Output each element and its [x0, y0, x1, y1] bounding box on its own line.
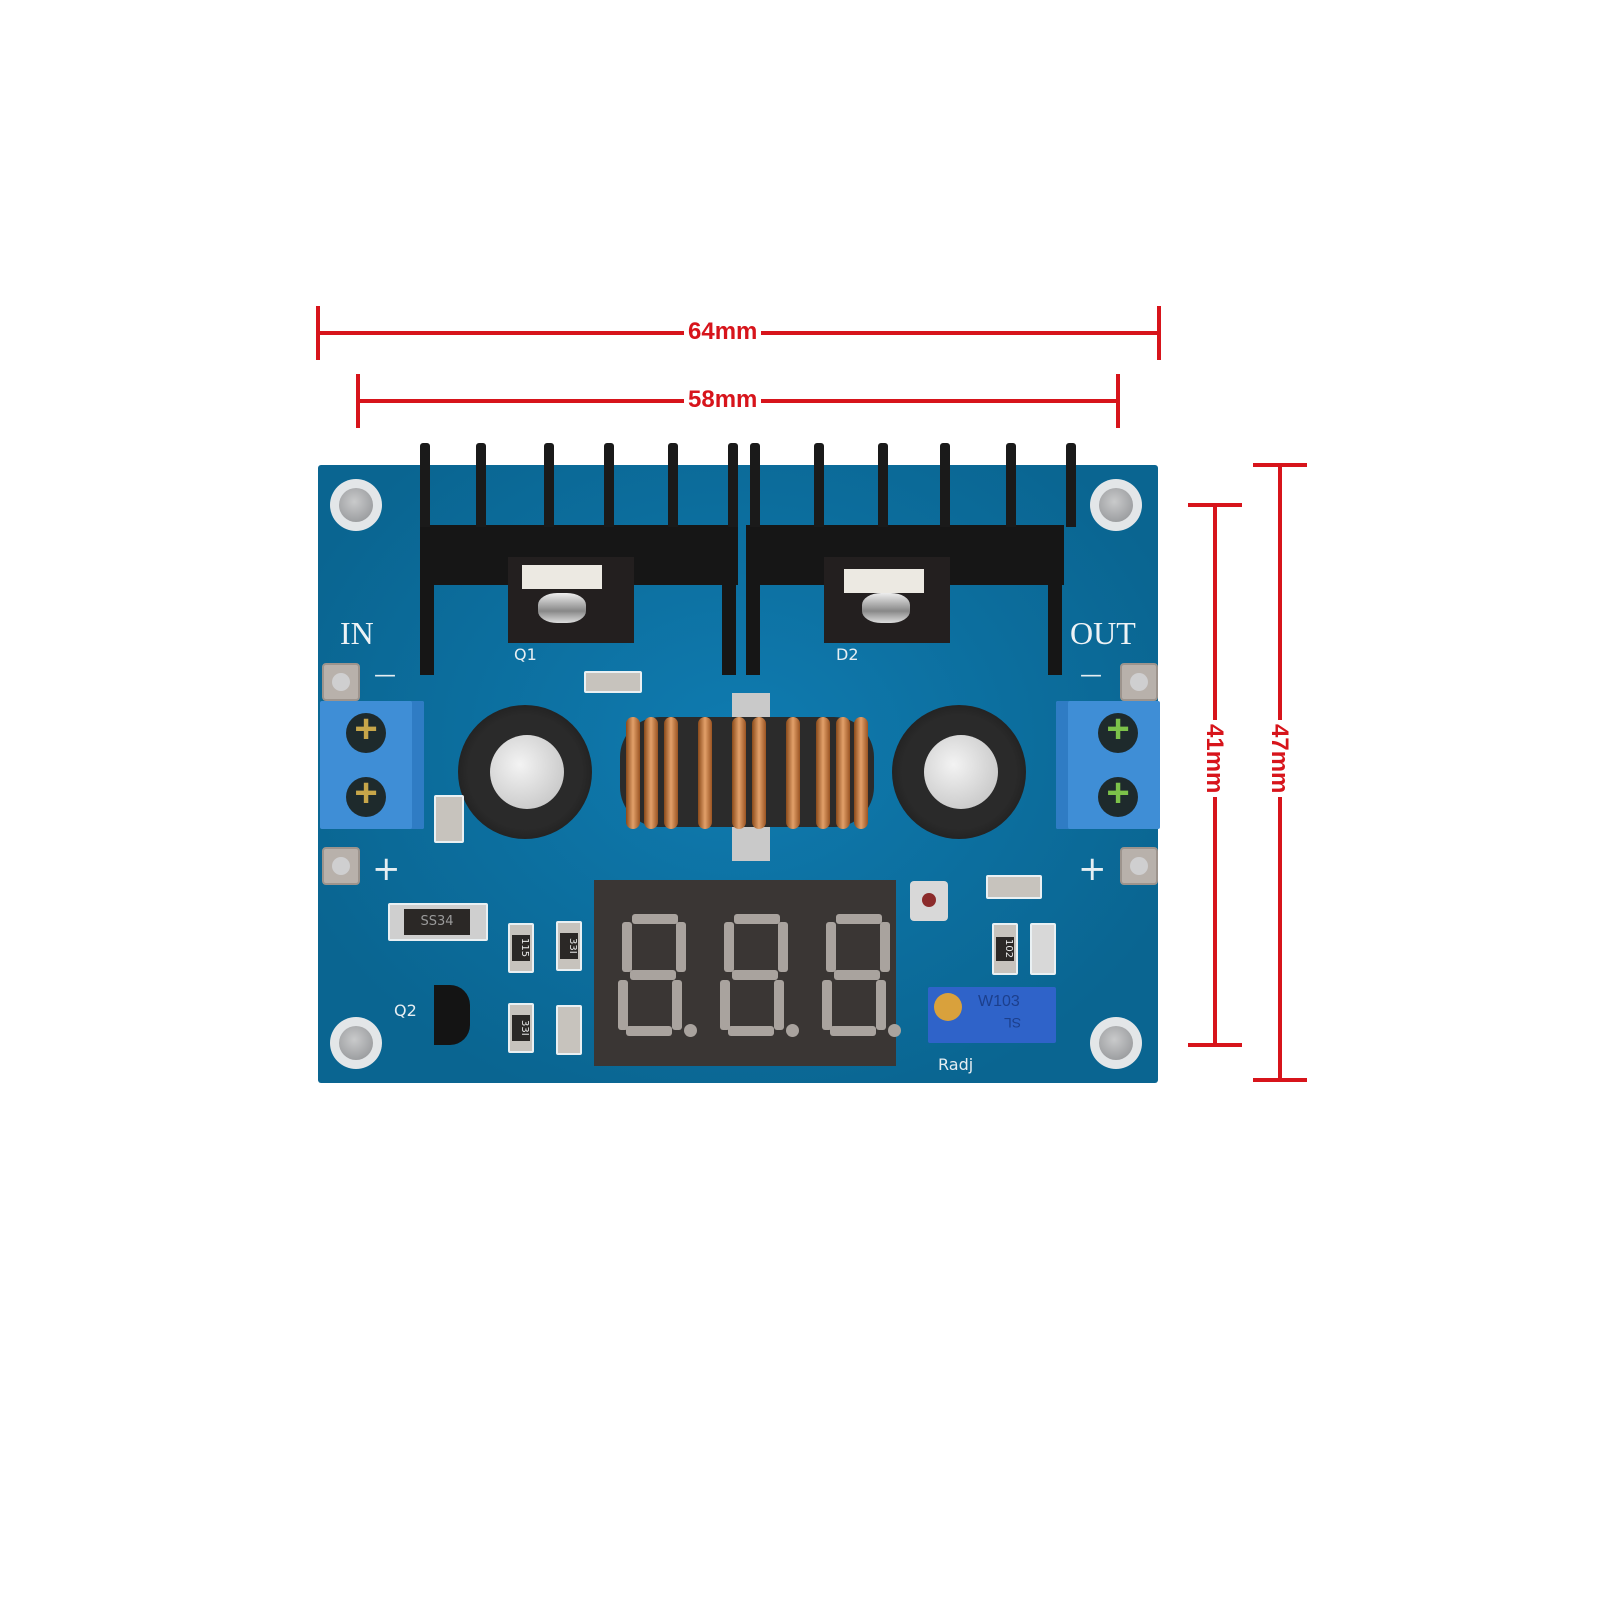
trimpot-w103[interactable]: W103 SL: [928, 987, 1056, 1043]
resistor-115: 115: [508, 923, 534, 973]
screw-icon[interactable]: [346, 771, 386, 817]
mounting-hole-bottom-left: [330, 1017, 382, 1069]
output-plus-pad: [1120, 847, 1158, 885]
output-minus-label: —: [1080, 663, 1102, 688]
resistor-331-b: 33I: [508, 1003, 534, 1053]
pcb-board: IN OUT — + — + Q1 D2 Q2 Radj: [318, 443, 1160, 1083]
smd-capacitor: [434, 795, 464, 843]
inductor: [620, 717, 874, 829]
diode-ss34: SS34: [388, 903, 488, 941]
resistor-331-a: 33I: [556, 921, 582, 971]
display-digit-3: [822, 914, 901, 1037]
output-minus-pad: [1120, 663, 1158, 701]
input-plus-pad: [322, 847, 360, 885]
dimension-label-hole-height: 41mm: [1200, 720, 1228, 798]
display-digit-2: [720, 914, 799, 1037]
screw-icon[interactable]: [1098, 707, 1138, 753]
output-terminal-block[interactable]: [1056, 701, 1160, 829]
input-terminal-block[interactable]: [320, 701, 424, 829]
dimension-label-overall-height: 47mm: [1265, 720, 1293, 798]
output-plus-label: +: [1078, 849, 1107, 889]
mounting-hole-top-left: [330, 479, 382, 531]
input-plus-label: +: [372, 849, 401, 889]
output-capacitor: [892, 705, 1026, 839]
screw-icon[interactable]: [346, 707, 386, 753]
small-trimmer[interactable]: [910, 881, 948, 921]
led-indicator: [1030, 923, 1056, 975]
radj-label: Radj: [938, 1055, 974, 1074]
seven-segment-display: [594, 880, 901, 1066]
adjust-screw-icon[interactable]: [934, 993, 962, 1021]
mounting-hole-top-right: [1090, 479, 1142, 531]
input-capacitor: [458, 705, 592, 839]
resistor-102: 102: [992, 923, 1018, 975]
screw-icon[interactable]: [1098, 771, 1138, 817]
display-digit-1: [618, 914, 697, 1037]
d2-label: D2: [836, 645, 859, 664]
q2-label: Q2: [394, 1001, 417, 1020]
smd-capacitor: [584, 671, 642, 693]
mounting-hole-bottom-right: [1090, 1017, 1142, 1069]
smd-capacitor: [556, 1005, 582, 1055]
input-minus-label: —: [374, 663, 396, 688]
dimension-label-overall-width: 64mm: [684, 318, 762, 346]
output-label: OUT: [1070, 615, 1136, 651]
dimension-label-hole-width: 58mm: [684, 386, 762, 414]
smd-capacitor: [986, 875, 1042, 899]
input-minus-pad: [322, 663, 360, 701]
transistor-q2: [434, 985, 470, 1045]
input-label: IN: [340, 615, 374, 651]
q1-label: Q1: [514, 645, 537, 664]
